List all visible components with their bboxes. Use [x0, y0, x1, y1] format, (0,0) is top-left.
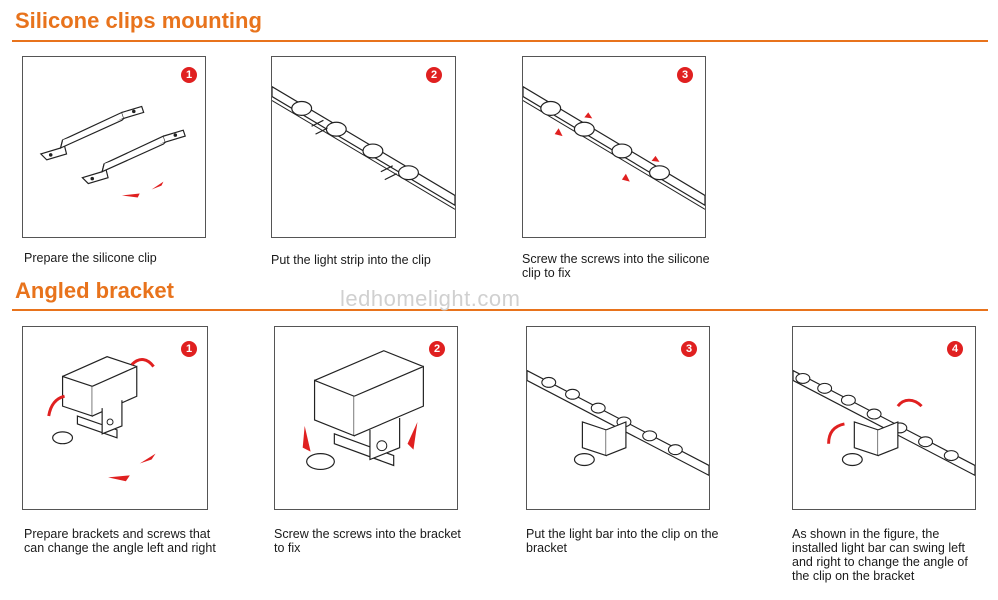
step-number-badge: 4 [947, 341, 963, 357]
step-image-silicone-2: 2 [271, 56, 456, 238]
section-title-silicone-clips: Silicone clips mounting [15, 8, 262, 33]
step-image-bracket-4: 4 [792, 326, 976, 510]
step-number-badge: 3 [681, 341, 697, 357]
step-caption: Put the light bar into the clip on the b… [526, 527, 719, 555]
brackets-and-screws-illustration [47, 356, 156, 482]
section-divider [12, 309, 988, 311]
section-title-angled-bracket: Angled bracket [15, 278, 174, 303]
step-caption: As shown in the figure, the installed li… [792, 527, 968, 583]
light-bar-into-bracket-illustration [527, 369, 709, 477]
step-number-badge: 3 [677, 67, 693, 83]
screw-clip-illustration [523, 85, 705, 210]
step-image-silicone-1: 1 [22, 56, 206, 238]
step-caption: Screw the screws into the silicone clip … [522, 252, 710, 280]
step-image-bracket-3: 3 [526, 326, 710, 510]
step-number-badge: 2 [426, 67, 442, 83]
silicone-clips-illustration [39, 105, 186, 198]
step-caption: Put the light strip into the clip [271, 253, 431, 267]
step-image-bracket-1: 1 [22, 326, 208, 510]
step-caption: Screw the screws into the bracket to fix [274, 527, 461, 555]
section-divider [12, 40, 988, 42]
watermark: ledhomelight.com [340, 286, 521, 311]
step-image-bracket-2: 2 [274, 326, 458, 510]
step-number-badge: 2 [429, 341, 445, 357]
step-image-silicone-3: 3 [522, 56, 706, 238]
step-caption: Prepare the silicone clip [24, 251, 157, 265]
step-number-badge: 1 [181, 67, 197, 83]
step-caption: Prepare brackets and screws that can cha… [24, 527, 216, 555]
screw-bracket-illustration [302, 350, 424, 471]
swing-angle-illustration [793, 369, 975, 477]
step-number-badge: 1 [181, 341, 197, 357]
light-strip-in-clip-illustration [272, 85, 455, 210]
